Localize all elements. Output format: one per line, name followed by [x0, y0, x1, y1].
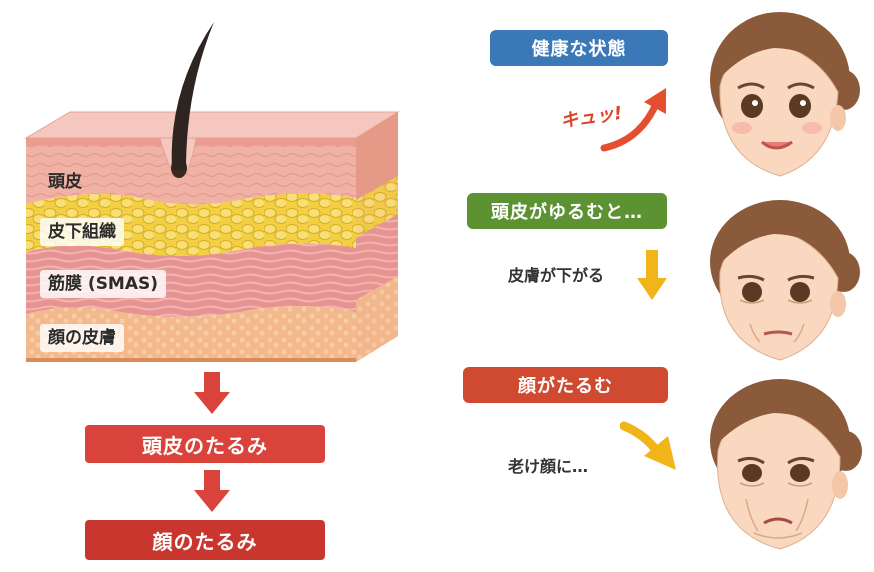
caption-aged-face: 老け顔に… [508, 457, 589, 476]
tag-sagging: 顔がたるむ [463, 367, 668, 403]
layer-label-scalp: 頭皮 [48, 172, 82, 192]
tag-loosening: 頭皮がゆるむと… [467, 193, 667, 229]
layer-label-subcutaneous: 皮下組織 [40, 218, 124, 247]
diagonal-arrow-icon [620, 421, 676, 470]
face-sagging-illustration [710, 379, 862, 550]
tag-healthy: 健康な状態 [490, 30, 668, 66]
up-arrow-icon [600, 88, 666, 152]
layer-label-fascia: 筋膜 (SMAS) [40, 270, 167, 299]
down-arrow-1 [194, 372, 230, 414]
block-top-surface [24, 111, 400, 139]
scalp-sagging-box: 頭皮のたるみ [85, 425, 325, 463]
fascia-layer [26, 243, 356, 317]
face-healthy-illustration [710, 12, 860, 177]
hair-strand [171, 22, 214, 170]
down-arrow-2 [194, 470, 230, 512]
layer-label-face-skin: 顔の皮膚 [40, 324, 124, 353]
scalp-layer [26, 138, 356, 205]
down-arrow-yellow-icon [637, 250, 667, 300]
caption-skin-drop: 皮膚が下がる [508, 266, 605, 285]
face-loosening-illustration [710, 200, 860, 361]
face-sagging-box: 顔のたるみ [85, 520, 325, 560]
